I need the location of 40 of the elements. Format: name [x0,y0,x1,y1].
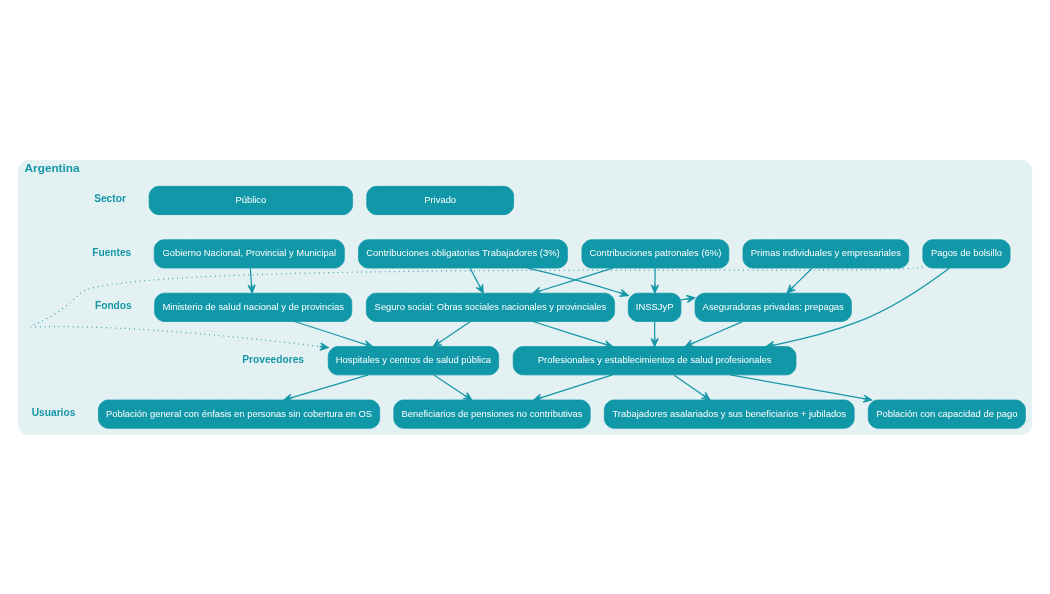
arrow [532,267,614,295]
node-box: Seguro social: Obras sociales nacionales y provinciales [365,292,615,322]
node-box: INSSJyP [627,292,682,322]
node-box: Contribuciones patronales (6%) [581,238,730,268]
label: Sector [94,192,126,204]
arrow [786,267,813,293]
arrow [765,267,950,349]
arrow [294,320,373,348]
node-box: Población general con énfasis en personas sin cobertura en OS [98,399,381,429]
node-box: Beneficiarios de pensiones no contributivas [393,399,591,429]
node-box: Aseguradoras privadas: prepagas [694,292,852,322]
node-box: Pagos de bolsillo [922,238,1011,268]
node-box: Ministerio de salud nacional y de provincias [154,292,353,322]
node-box: Población con capacidad de pago [867,399,1026,429]
node-box: Gobierno Nacional, Provincial y Municipal [153,238,345,268]
node-box: Contribuciones obligatorias Trabajadores (3%) [358,238,568,268]
arrow [432,320,472,347]
node-box: Profesionales y establecimientos de salud profesionales [512,345,797,375]
arrow [247,267,256,293]
arrow [684,320,743,347]
arrow [527,267,629,297]
node-box: Trabajadores asalariados y sus beneficiarios + jubilados [603,399,855,429]
arrow [30,265,924,351]
label: Fondos [94,299,132,311]
node-box: Público [148,185,353,215]
arrow [283,373,369,402]
arrow [673,374,711,400]
label: Fuentes [92,246,132,258]
arrow [729,373,873,403]
label: Proveedores [242,353,305,365]
arrow [532,320,613,348]
arrow [469,267,484,293]
node-box: Privado [366,185,514,215]
arrow [680,294,696,303]
label: Usuarios [31,406,76,418]
node-box: Primas individuales y empresariales [742,238,910,268]
arrow [650,267,660,293]
arrow [433,373,473,401]
arrow [533,373,614,402]
node-box: Hospitales y centros de salud pública [327,345,500,375]
